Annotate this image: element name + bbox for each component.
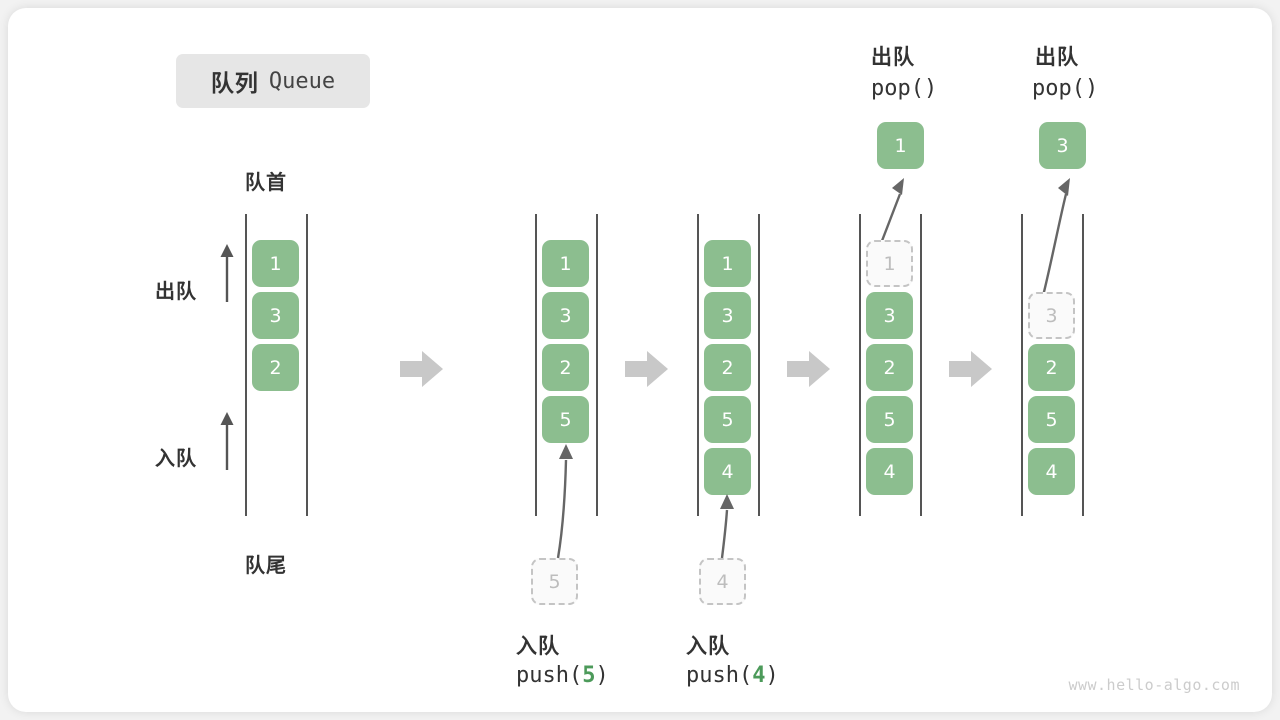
queue-rail-left (535, 214, 537, 516)
pop-caption-code: pop() (871, 76, 938, 101)
queue-cell: 4 (866, 448, 913, 495)
queue-cell: 3 (252, 292, 299, 339)
step-arrow-icon (400, 351, 443, 387)
queue-rail-right (1082, 214, 1084, 516)
outgoing-element-ghost: 3 (1028, 292, 1075, 339)
site-watermark: www.hello-algo.com (1068, 676, 1240, 694)
pop-caption-chinese: 出队 (1035, 45, 1079, 69)
queue-rail-left (697, 214, 699, 516)
pop-motion-arrow-icon (1041, 178, 1070, 297)
push-motion-arrow-icon (556, 444, 573, 559)
queue-rear-label: 队尾 (245, 553, 287, 577)
popped-element: 3 (1039, 122, 1086, 169)
push-caption-code: push(4) (686, 663, 779, 688)
queue-cell: 2 (866, 344, 913, 391)
push-caption-chinese: 入队 (516, 634, 560, 658)
queue-cell: 2 (542, 344, 589, 391)
push-caption-chinese: 入队 (686, 634, 730, 658)
title-english: Queue (268, 68, 336, 94)
push-argument: 5 (582, 663, 596, 688)
title-chinese: 队列 (210, 71, 259, 97)
queue-rail-right (758, 214, 760, 516)
queue-cell: 5 (866, 396, 913, 443)
queue-cell: 1 (542, 240, 589, 287)
incoming-element-ghost: 5 (531, 558, 578, 605)
queue-rail-left (859, 214, 861, 516)
pop-caption-chinese: 出队 (871, 45, 915, 69)
pop-caption-code: pop() (1032, 76, 1099, 101)
incoming-element-ghost: 4 (699, 558, 746, 605)
dequeue-direction-arrow-icon (220, 244, 234, 302)
queue-cell: 5 (542, 396, 589, 443)
queue-cell: 1 (704, 240, 751, 287)
queue-rail-right (920, 214, 922, 516)
queue-cell: 5 (704, 396, 751, 443)
queue-cell: 2 (704, 344, 751, 391)
outgoing-element-ghost: 1 (866, 240, 913, 287)
queue-cell: 3 (866, 292, 913, 339)
queue-cell: 2 (252, 344, 299, 391)
enqueue-direction-arrow-icon (220, 412, 234, 470)
queue-rail-right (306, 214, 308, 516)
step-arrow-icon (625, 351, 668, 387)
queue-cell: 4 (1028, 448, 1075, 495)
queue-cell: 2 (1028, 344, 1075, 391)
queue-cell: 1 (252, 240, 299, 287)
queue-front-label: 队首 (245, 170, 287, 194)
dequeue-direction-label: 出队 (155, 279, 197, 303)
queue-rail-left (1021, 214, 1023, 516)
enqueue-direction-label: 入队 (155, 446, 197, 470)
queue-cell: 3 (542, 292, 589, 339)
queue-rail-right (596, 214, 598, 516)
push-caption-code: push(5) (516, 663, 609, 688)
push-argument: 4 (752, 663, 766, 688)
queue-cell: 3 (704, 292, 751, 339)
step-arrow-icon (949, 351, 992, 387)
diagram-card: 队列 Queue 队首 队尾 出队 入队 1 3 2 (8, 8, 1272, 712)
queue-cell: 5 (1028, 396, 1075, 443)
queue-cell: 4 (704, 448, 751, 495)
push-motion-arrow-icon (720, 494, 734, 559)
popped-element: 1 (877, 122, 924, 169)
step-arrow-icon (787, 351, 830, 387)
diagram-title-pill: 队列 Queue (176, 54, 370, 108)
queue-rail-left (245, 214, 247, 516)
